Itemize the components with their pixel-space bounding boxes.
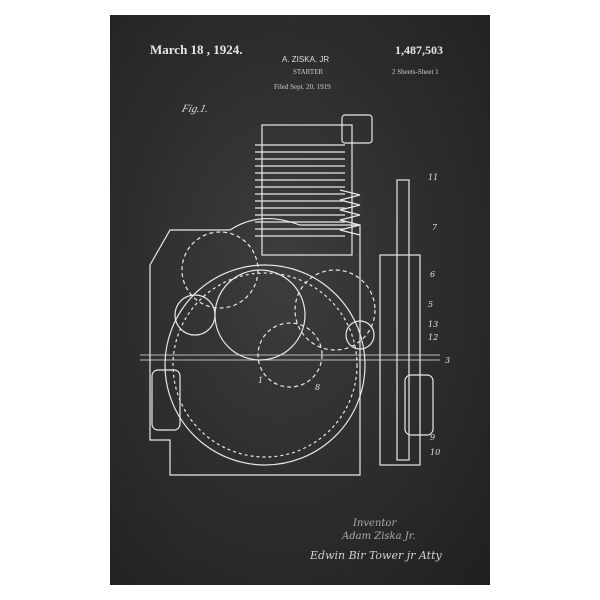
gear-upper bbox=[181, 231, 259, 309]
inventor-signature: Adam Ziska Jr. bbox=[342, 531, 416, 542]
engine-starter-drawing: 11 7 6 5 13 12 3 9 10 1 8 bbox=[140, 114, 450, 476]
crankcase bbox=[149, 217, 361, 476]
reference-number: 9 bbox=[430, 433, 435, 442]
patent-date: March 18 , 1924. bbox=[150, 42, 243, 57]
left-mount bbox=[151, 369, 181, 431]
valve-spring bbox=[339, 189, 361, 236]
patent-poster: March 18 , 1924. 1,487,503 A. ZISKA. JR … bbox=[110, 15, 490, 585]
reference-number: 8 bbox=[315, 383, 320, 392]
filed-date: Filed Sept. 20. 1919 bbox=[274, 83, 331, 91]
attorney-signature: Edwin Bir Tower jr Atty bbox=[310, 549, 442, 562]
rack bbox=[396, 179, 410, 461]
reference-number: 5 bbox=[428, 300, 433, 309]
reference-number: 1 bbox=[258, 376, 263, 385]
reference-number: 6 bbox=[430, 270, 435, 279]
reference-number: 10 bbox=[430, 448, 440, 457]
reference-number: 7 bbox=[432, 223, 438, 232]
patent-title: STARTER bbox=[293, 68, 324, 76]
reference-number: 13 bbox=[428, 320, 438, 329]
patent-number: 1,487,503 bbox=[395, 43, 443, 57]
pinion bbox=[345, 320, 375, 350]
inventor-label: Inventor bbox=[353, 518, 397, 529]
reference-number: 11 bbox=[428, 173, 438, 182]
gear-mid bbox=[214, 269, 306, 361]
reference-number: 3 bbox=[445, 356, 450, 365]
right-mount bbox=[404, 374, 434, 436]
reference-number: 12 bbox=[428, 333, 438, 342]
cylinder-fins bbox=[255, 124, 353, 256]
spark-plug bbox=[341, 114, 373, 144]
inventor-name: A. ZISKA. JR bbox=[282, 55, 330, 64]
flywheel bbox=[164, 264, 366, 466]
sheet-info: 2 Sheets-Sheet 1 bbox=[392, 68, 439, 76]
